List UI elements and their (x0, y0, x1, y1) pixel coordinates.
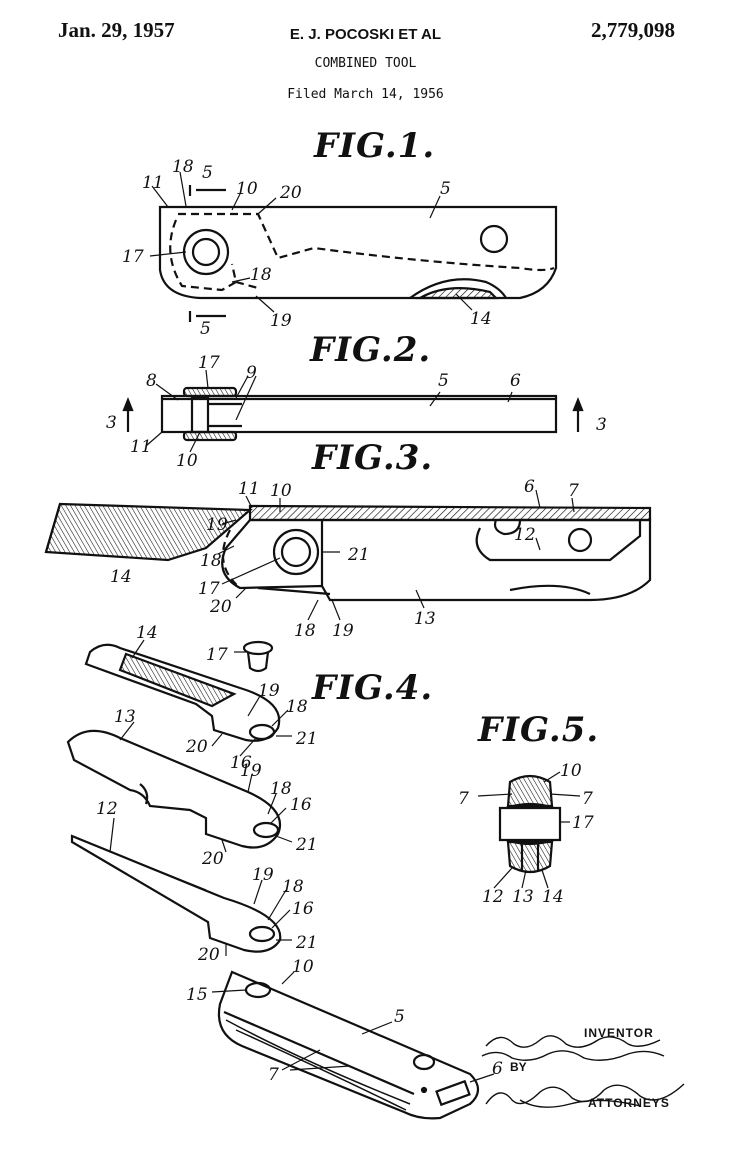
ref-14: 14 (470, 309, 492, 329)
ref-12: 12 (96, 799, 118, 819)
ref-19: 19 (206, 515, 228, 535)
ref-5: 5 (200, 319, 211, 339)
fig1-drawing (160, 185, 556, 322)
ref-21: 21 (347, 545, 370, 565)
ref-11: 11 (238, 479, 260, 499)
ref-11: 11 (142, 173, 164, 193)
attorneys-label: ATTORNEYS (588, 1096, 670, 1110)
ref-18: 18 (286, 697, 308, 717)
ref-17: 17 (206, 645, 228, 665)
fig4-grommet (244, 642, 272, 671)
ref-7: 7 (458, 789, 469, 809)
ref-5: 5 (438, 371, 449, 391)
fig2-drawing (124, 388, 582, 440)
ref-18: 18 (294, 621, 316, 641)
ref-18: 18 (250, 265, 272, 285)
ref-12: 12 (514, 525, 536, 545)
ref-6: 6 (510, 371, 521, 391)
fig4-knife-blade (72, 836, 280, 952)
ref-18: 18 (270, 779, 292, 799)
ref-17: 17 (122, 247, 144, 267)
ref-6: 6 (524, 477, 535, 497)
ref-3: 3 (106, 413, 117, 433)
ref-6: 6 (492, 1059, 503, 1079)
ref-21: 21 (295, 835, 318, 855)
fig1-labels: 11 18 5 10 20 5 17 18 19 5 14 (122, 157, 492, 339)
ref-20: 20 (185, 737, 208, 757)
ref-19: 19 (258, 681, 280, 701)
ref-5: 5 (440, 179, 451, 199)
ref-21: 21 (295, 933, 318, 953)
ref-20: 20 (197, 945, 220, 965)
ref-20: 20 (279, 183, 302, 203)
ref-18: 18 (282, 877, 304, 897)
ref-18: 18 (200, 551, 222, 571)
ref-21: 21 (295, 729, 318, 749)
fig4-handle (219, 972, 478, 1118)
ref-13: 13 (114, 707, 136, 727)
ref-20: 20 (209, 597, 232, 617)
ref-5: 5 (202, 163, 213, 183)
ref-19: 19 (270, 311, 292, 331)
fig4-labels: 14 17 19 18 21 20 16 13 19 18 16 21 20 1… (96, 623, 503, 1085)
ref-20: 20 (201, 849, 224, 869)
ref-13: 13 (512, 887, 534, 907)
ref-7: 7 (268, 1065, 279, 1085)
ref-17: 17 (572, 813, 594, 833)
ref-16: 16 (292, 899, 314, 919)
ref-13: 13 (414, 609, 436, 629)
ref-15: 15 (186, 985, 208, 1005)
ref-10: 10 (176, 451, 198, 471)
ref-12: 12 (482, 887, 504, 907)
fig2-labels: 17 8 9 3 11 10 5 6 3 (106, 353, 607, 471)
ref-17: 17 (198, 579, 220, 599)
ref-17: 17 (198, 353, 220, 373)
ref-7: 7 (582, 789, 593, 809)
ref-19: 19 (332, 621, 354, 641)
ref-3: 3 (596, 415, 607, 435)
ref-10: 10 (292, 957, 314, 977)
fig5-drawing (500, 776, 560, 872)
ref-10: 10 (236, 179, 258, 199)
ref-18: 18 (172, 157, 194, 177)
ref-19: 19 (252, 865, 274, 885)
ref-14: 14 (110, 567, 132, 587)
ref-10: 10 (270, 481, 292, 501)
ref-14: 14 (136, 623, 158, 643)
ref-10: 10 (560, 761, 582, 781)
ref-14: 14 (542, 887, 564, 907)
ref-7: 7 (568, 481, 579, 501)
ref-8: 8 (146, 371, 157, 391)
ref-19: 19 (240, 761, 262, 781)
ref-16: 16 (290, 795, 312, 815)
by-label: BY (510, 1060, 527, 1074)
inventor-label: INVENTOR (584, 1026, 654, 1040)
ref-9: 9 (246, 363, 257, 383)
ref-11: 11 (130, 437, 152, 457)
ref-5: 5 (394, 1007, 405, 1027)
